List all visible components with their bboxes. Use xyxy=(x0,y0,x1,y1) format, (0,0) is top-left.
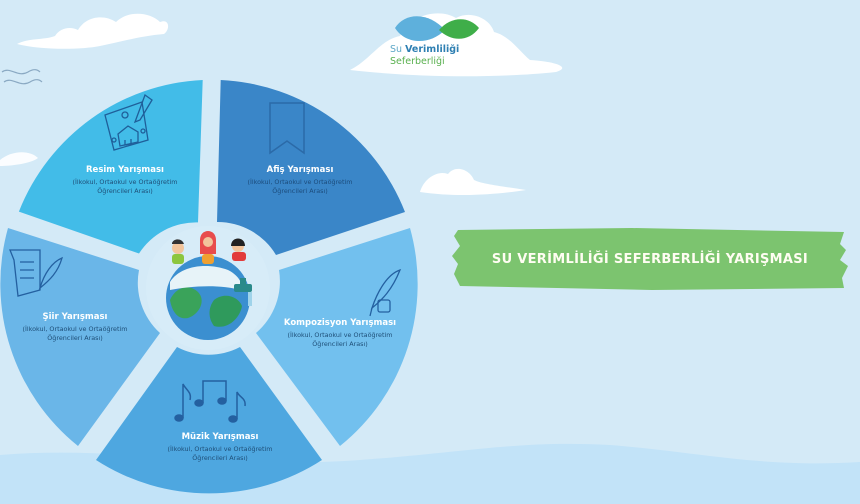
wind-icon xyxy=(1,69,43,85)
segment-afis[interactable] xyxy=(217,80,405,255)
quill-ink-icon xyxy=(369,268,402,317)
scroll-quill-icon xyxy=(9,249,63,297)
segment-muzik-label: Müzik Yarışması (İlkokul, Ortaokul ve Or… xyxy=(167,432,273,463)
segment-resim[interactable] xyxy=(18,80,203,254)
logo-drops-icon xyxy=(395,16,479,42)
segment-kompozisyon-label: Kompozisyon Yarışması (İlkokul, Ortaokul… xyxy=(283,318,397,349)
segment-kompozisyon[interactable] xyxy=(256,228,418,446)
segment-muzik[interactable] xyxy=(96,347,322,494)
cloud-logo xyxy=(350,13,563,77)
title-banner xyxy=(452,228,848,290)
drawing-icon xyxy=(104,93,153,151)
earth-children-faucet-icon xyxy=(166,231,252,340)
banner-title: SU VERİMLİLİĞİ SEFERBERLİĞİ YARIŞMASI xyxy=(491,251,809,267)
logo-text: Su Verimliliği Seferberliği xyxy=(390,44,460,67)
cloud-center xyxy=(420,168,526,196)
segment-resim-label: Resim Yarışması (İlkokul, Ortaokul ve Or… xyxy=(72,165,178,196)
cloud-top-left xyxy=(17,13,169,49)
music-notes-icon xyxy=(174,380,246,423)
cloud-left-mid xyxy=(0,152,38,166)
bookmark-icon xyxy=(269,102,305,155)
segment-siir-label: Şiir Yarışması (İlkokul, Ortaokul ve Ort… xyxy=(22,312,128,343)
segment-afis-label: Afiş Yarışması (İlkokul, Ortaokul ve Ort… xyxy=(247,165,353,196)
